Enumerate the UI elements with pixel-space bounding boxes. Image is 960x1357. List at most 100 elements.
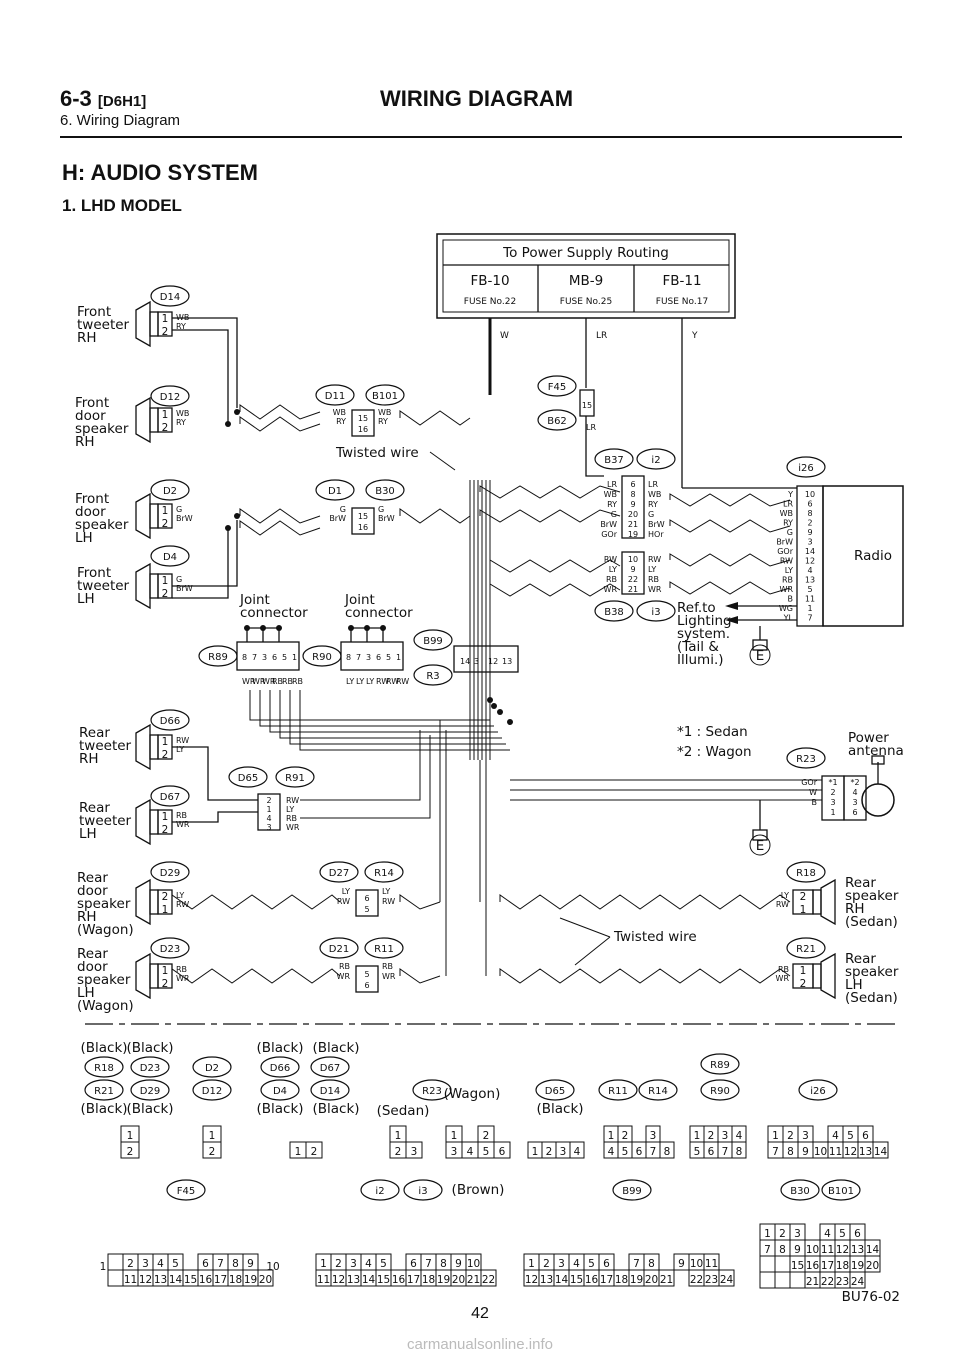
- wire-color: BrW: [600, 520, 617, 529]
- twisted-pair: [669, 493, 791, 507]
- wire-color: WG: [779, 604, 793, 613]
- component-label: RH: [845, 901, 865, 917]
- wire-color: WB: [176, 409, 189, 418]
- pin-number: 3: [451, 1146, 458, 1158]
- speaker-box: [149, 963, 159, 989]
- connector-tag: [537, 409, 577, 431]
- connector-id: D29: [140, 1086, 160, 1097]
- pin-number: 17: [214, 1274, 227, 1286]
- connector-id: D11: [325, 391, 345, 402]
- pin: 22: [628, 575, 638, 584]
- wire-color: BrW: [176, 584, 193, 593]
- twisted-pair: [669, 581, 791, 595]
- wire-color: B: [812, 798, 818, 807]
- pin-number: 6: [862, 1130, 869, 1142]
- connector-id: D67: [160, 792, 180, 803]
- connector-tag: [150, 479, 190, 501]
- leader-line: [574, 936, 611, 966]
- antenna-motor: [861, 783, 895, 817]
- connector-r23-wagon: [843, 775, 867, 821]
- connector-id: B101: [372, 391, 398, 402]
- pin-number: 3: [794, 1228, 801, 1240]
- component-label: LH: [77, 985, 95, 1001]
- pin-number: 3: [411, 1146, 418, 1158]
- pin-number: 5: [694, 1146, 701, 1158]
- pin-number: 1: [451, 1130, 458, 1142]
- pin-number: 1: [209, 1130, 216, 1142]
- pin-number: 4: [574, 1146, 581, 1158]
- wire-color: BrW: [176, 514, 193, 523]
- pin-number: 2: [127, 1258, 134, 1270]
- connector-tag: [403, 1179, 443, 1201]
- speaker-connector: [157, 503, 173, 529]
- connector-d27: [355, 889, 379, 917]
- pin: 2: [162, 518, 169, 530]
- pin-number: 15: [377, 1274, 390, 1286]
- pin: 3: [266, 823, 271, 832]
- pin-number: 12: [844, 1146, 857, 1158]
- pin: 7: [252, 653, 257, 662]
- connector-id: F45: [548, 382, 566, 393]
- wire-color: LR: [586, 423, 596, 432]
- leader-line: [429, 451, 456, 471]
- pin-number: 21: [467, 1274, 480, 1286]
- speaker-icon: [135, 492, 151, 540]
- wire-color: RY: [607, 500, 617, 509]
- connector-tag: [150, 785, 190, 807]
- connector-id: B62: [547, 416, 567, 427]
- connector-id: D67: [320, 1063, 340, 1074]
- connector-face: [493, 1141, 511, 1159]
- pin-number: 12: [525, 1274, 538, 1286]
- pin-number: 5: [380, 1258, 387, 1270]
- pin-number: 10: [814, 1146, 827, 1158]
- connector-face: [305, 1141, 323, 1159]
- pin-number: 2: [543, 1258, 550, 1270]
- component-label: speaker: [75, 421, 129, 437]
- twisted-pair: [239, 520, 321, 536]
- twisted-pair: [499, 894, 791, 910]
- connector-id: B99: [622, 1186, 642, 1197]
- component-label: Radio: [854, 548, 892, 564]
- connector-tag: [700, 1079, 740, 1101]
- junction-dot: [225, 525, 231, 531]
- twisted-pair: [669, 519, 791, 533]
- pin: 2: [162, 326, 169, 338]
- pin: 2: [162, 749, 169, 761]
- component-label: antenna: [848, 743, 904, 759]
- wire-color: WR: [604, 585, 618, 594]
- pin: 6: [364, 981, 369, 990]
- connector-id: i3: [651, 607, 660, 618]
- connector-tag: [786, 747, 826, 769]
- twisted-pair: [171, 894, 341, 910]
- twisted-pair: [399, 968, 441, 984]
- pin: 1: [162, 505, 169, 517]
- twisted-pair: [239, 404, 321, 420]
- pin-number: 5: [839, 1228, 846, 1240]
- pin-number: 12: [332, 1274, 345, 1286]
- pin: 15: [358, 414, 368, 423]
- connector-tag: [228, 766, 268, 788]
- pin-number: 2: [209, 1146, 216, 1158]
- speaker-box: [812, 889, 822, 915]
- pin: 2: [162, 588, 169, 600]
- wire-color: WR: [262, 677, 276, 686]
- speaker-icon: [135, 798, 151, 846]
- wire-color: HOr: [648, 530, 664, 539]
- connector-id: D4: [163, 552, 177, 563]
- pin-number: 21: [806, 1276, 819, 1288]
- connector-tag: [260, 1079, 300, 1101]
- connector-id: D12: [160, 392, 180, 403]
- connector-tag: [364, 937, 404, 959]
- pin-number: 4: [467, 1146, 474, 1158]
- component-label: Front: [75, 395, 109, 411]
- pin: 13: [805, 576, 815, 585]
- connector-tag: [260, 1056, 300, 1078]
- pin-number: 6: [854, 1228, 861, 1240]
- pin-number: 18: [615, 1274, 628, 1286]
- speaker-icon: [135, 562, 151, 610]
- connector-tag: [150, 861, 190, 883]
- pin-number: 20: [452, 1274, 465, 1286]
- component-label: door: [75, 408, 106, 424]
- pin-number: 17: [407, 1274, 420, 1286]
- connector-tag: [636, 448, 676, 470]
